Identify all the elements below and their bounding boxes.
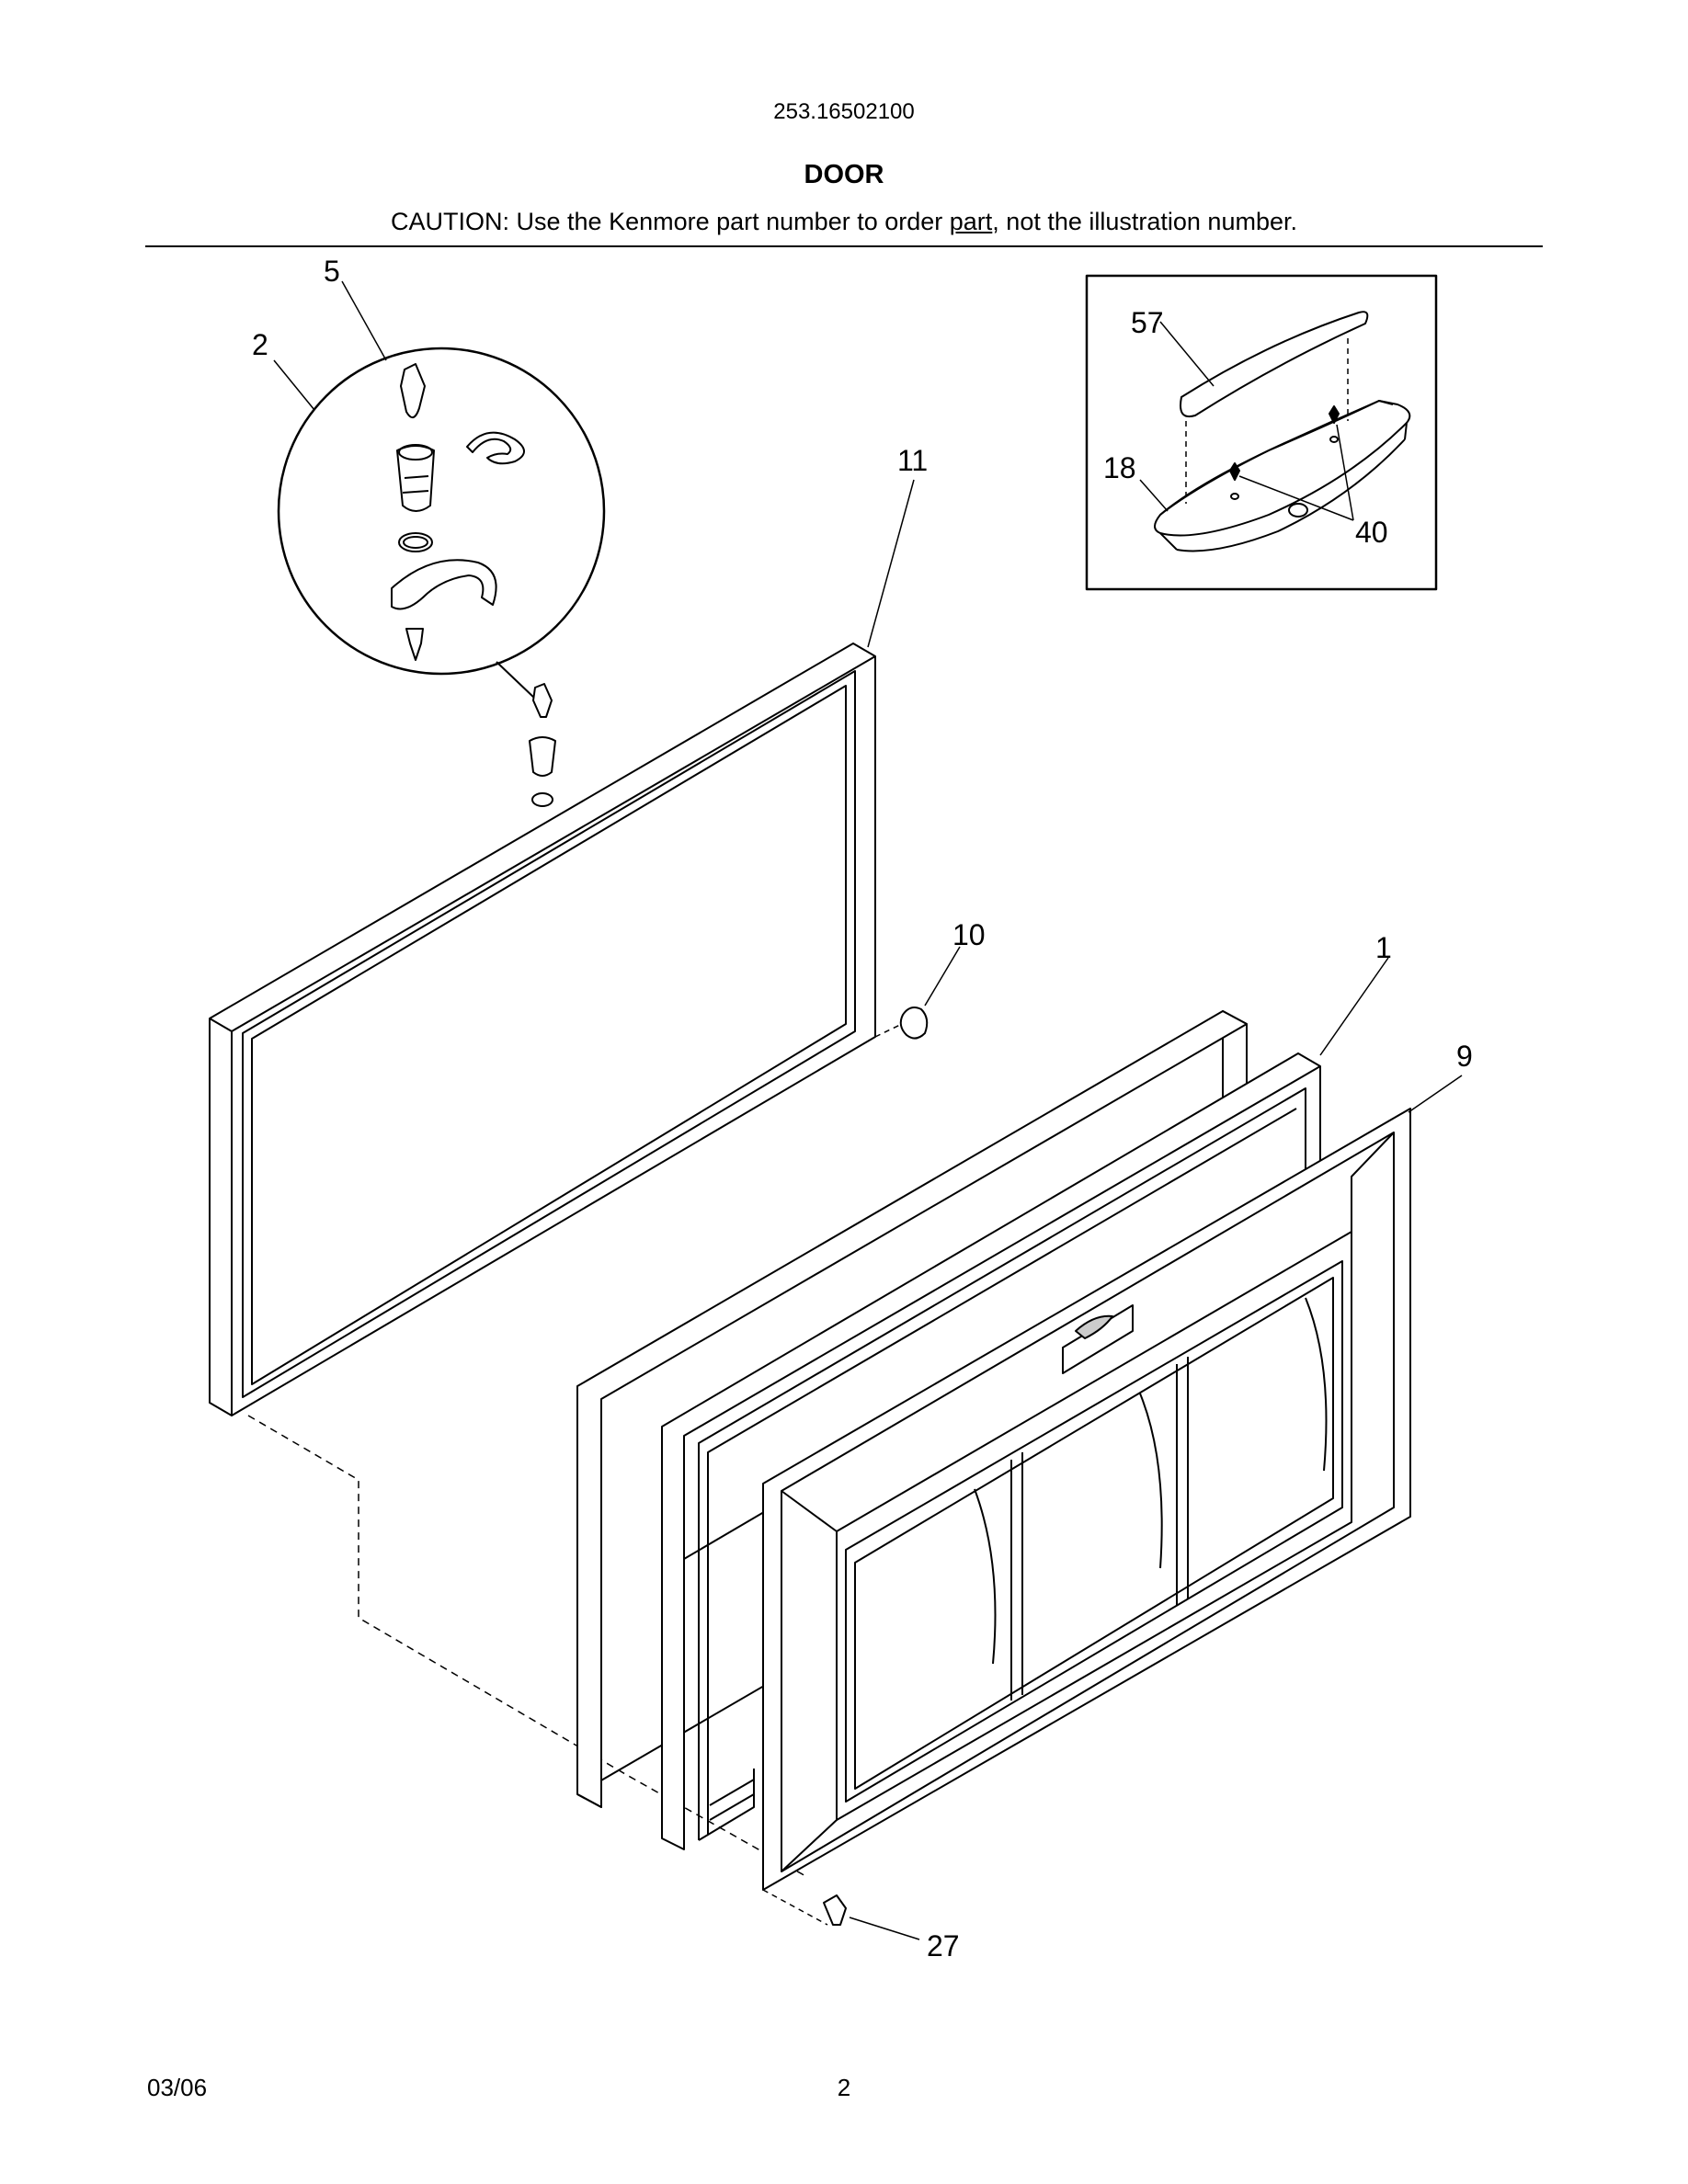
lock-key-part bbox=[400, 363, 426, 418]
lock-cylinder-part bbox=[396, 445, 435, 512]
lock-spring-clip-part bbox=[466, 431, 525, 465]
callout-9: 9 bbox=[1456, 1040, 1473, 1073]
caution-text-end: , not the illustration number. bbox=[992, 208, 1297, 235]
caution-underlined-word: part bbox=[949, 208, 993, 235]
callout-40: 40 bbox=[1355, 516, 1388, 549]
bottom-screw-part bbox=[823, 1894, 847, 1926]
callout-57: 57 bbox=[1131, 306, 1164, 339]
callout-labels: 5 2 11 57 18 40 10 1 9 27 bbox=[252, 255, 1473, 1962]
handle-inset-box bbox=[1085, 274, 1438, 591]
plug-part bbox=[899, 1007, 929, 1040]
callout-10: 10 bbox=[952, 918, 986, 951]
outer-door-panel bbox=[762, 1108, 1411, 1926]
lock-detail-circle bbox=[277, 347, 606, 700]
screw-part-a bbox=[1229, 462, 1240, 481]
header-divider bbox=[145, 245, 1543, 247]
handle-cover-part bbox=[1180, 311, 1369, 417]
callout-1: 1 bbox=[1375, 931, 1392, 964]
callout-18: 18 bbox=[1103, 451, 1136, 484]
page-number: 2 bbox=[837, 2074, 851, 2101]
callout-11: 11 bbox=[897, 444, 928, 477]
model-number: 253.16502100 bbox=[773, 99, 915, 124]
callout-27: 27 bbox=[927, 1929, 960, 1962]
page-title: DOOR bbox=[804, 160, 884, 189]
screw-part-b bbox=[1329, 405, 1340, 424]
footer-date: 03/06 bbox=[147, 2074, 208, 2101]
leader-lines bbox=[273, 280, 1463, 1940]
caution-note: CAUTION: Use the Kenmore part number to … bbox=[0, 208, 1688, 236]
inner-door-panel bbox=[209, 643, 907, 1878]
door-gasket bbox=[661, 1052, 1321, 1850]
lock-o-ring-part bbox=[398, 532, 433, 552]
callout-2: 2 bbox=[252, 328, 268, 361]
callout-5: 5 bbox=[324, 255, 340, 288]
lock-latch-part bbox=[391, 559, 497, 610]
caution-text-start: CAUTION: Use the Kenmore part number to … bbox=[391, 208, 950, 235]
lock-screw-part bbox=[405, 628, 424, 661]
